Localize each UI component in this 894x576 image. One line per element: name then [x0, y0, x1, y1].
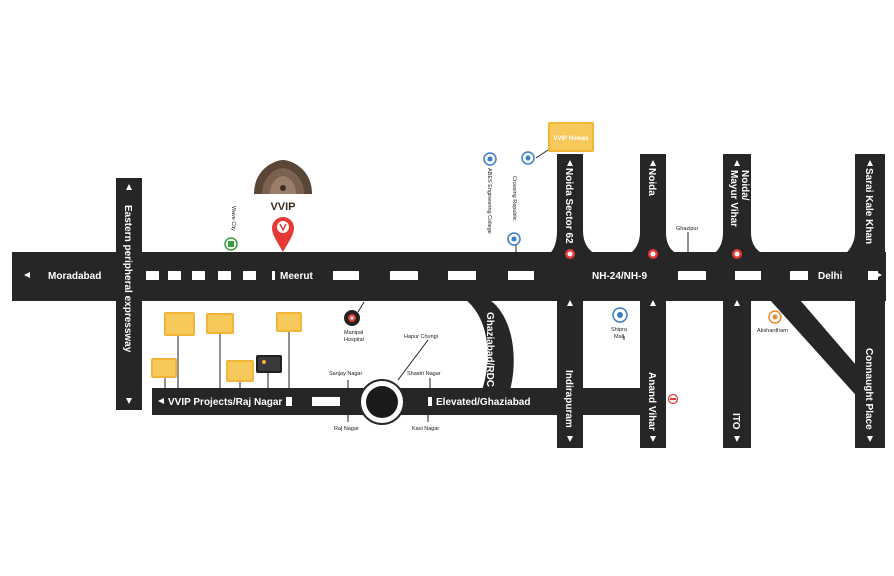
location-pin-icon [507, 232, 521, 246]
wave-city-icon [224, 237, 238, 251]
ito-road [723, 296, 751, 448]
place-shipra-2: Mall [614, 334, 624, 340]
temple-icon [768, 310, 782, 324]
place-shipra-1: Shipra [611, 327, 628, 333]
arrow-south-icon [650, 436, 656, 442]
vvip-card-2 [206, 313, 234, 334]
place-shastri-nagar: Shastri Nagar [407, 371, 441, 377]
arrow-west-icon [158, 398, 164, 404]
place-crossing-republic: Crossing Republic [511, 176, 517, 221]
vvip-card-main: VVIP Homes [548, 122, 594, 152]
arrow-north-icon [126, 184, 132, 190]
arrow-north-icon [567, 160, 573, 166]
road-label-noida: Noida [646, 168, 657, 196]
eastern-peripheral-road [116, 178, 142, 410]
vvip-card-1 [164, 312, 195, 336]
arrow-south-icon [126, 398, 132, 404]
location-pin-icon [483, 152, 497, 166]
arrow-west-icon [24, 272, 30, 278]
arrow-south-icon [734, 436, 740, 442]
peacock-logo-icon [254, 160, 312, 194]
place-manipal-2: Hospital [344, 337, 364, 343]
arrow-north-icon [734, 160, 740, 166]
vvip-logo: VVIP [254, 160, 312, 252]
traffic-signal-icon [648, 249, 658, 259]
road-label-moradabad: Moradabad [48, 271, 101, 282]
place-manipal-1: Manipal [344, 330, 363, 336]
location-pin-icon [521, 151, 535, 165]
place-ghazipur: Ghazipur [676, 226, 698, 232]
lane-markings [146, 271, 878, 406]
vvip-card-4 [151, 358, 177, 378]
arrow-south-icon [867, 436, 873, 442]
arrow-north-icon [734, 300, 740, 306]
road-label-anand-vihar: Anand Vihar [646, 372, 657, 431]
arrow-east-icon [876, 272, 882, 278]
place-abes: ABES Engineering College [486, 168, 492, 234]
mayur-vihar-road [712, 154, 766, 255]
shopping-mall-icon [612, 307, 628, 323]
vvip-location-pin-icon [272, 217, 294, 252]
traffic-signal-icon [667, 393, 679, 405]
indirapuram-road [557, 296, 583, 448]
place-hapur-chungi: Hapur Chungi [404, 334, 438, 340]
arrow-south-icon [567, 436, 573, 442]
road-label-indirapuram: Indirapuram [563, 370, 574, 428]
vvip-card-5 [226, 360, 254, 382]
road-label-noida-sector62: Noida Sector 62 [563, 168, 574, 244]
poi-markers [224, 151, 782, 326]
place-kavi-nagar: Kavi Nagar [412, 426, 439, 432]
road-label-noida-mayur-2: Mayur Vihar [728, 170, 739, 227]
arrow-north-icon [650, 300, 656, 306]
arrow-north-icon [867, 160, 873, 166]
road-label-sarai-kale-khan: Sarai Kale Khan [863, 168, 874, 244]
place-wave-city: Wave City [230, 206, 236, 231]
arrow-north-icon [567, 300, 573, 306]
noida-sector62-road [548, 154, 598, 255]
poi-labels: Wave City ABES Engineering College Cross… [230, 168, 788, 432]
signal-icons [565, 249, 742, 405]
road-label-ito: ITO [730, 413, 741, 430]
traffic-signal-icon [565, 249, 575, 259]
road-label-ghaziabad-rdc: Ghaziabad/RDC [484, 312, 495, 387]
road-label-connaught: Connaught Place [863, 348, 874, 430]
brand-name: VVIP [270, 201, 295, 213]
arrow-north-icon [650, 160, 656, 166]
noida-road [628, 154, 680, 255]
road-label-meerut: Meerut [280, 271, 313, 282]
road-label-vvip-projects: VVIP Projects/Raj Nagar [168, 397, 282, 408]
direction-arrows [24, 160, 882, 442]
place-akshardham: Akshardham [757, 328, 788, 334]
place-sanjay-nagar: Sanjay Nagar [329, 371, 362, 377]
anand-vihar-road [640, 296, 666, 448]
vvip-card-3 [276, 312, 302, 332]
road-label-delhi: Delhi [818, 271, 843, 282]
vvip-card-6 [256, 355, 282, 373]
hospital-icon [344, 310, 360, 326]
road-label-nh24: NH-24/NH-9 [592, 271, 647, 282]
road-label-eastern-peripheral: Eastern peripheral expressway [122, 205, 133, 353]
traffic-signal-icon [732, 249, 742, 259]
vvip-card-main-text: VVIP Homes [553, 136, 589, 142]
road-network [12, 154, 886, 448]
roundabout-icon [359, 379, 405, 425]
road-label-elevated: Elevated/Ghaziabad [436, 397, 530, 408]
connaught-diagonal-road [770, 300, 862, 402]
vvip-project-cards: VVIP Homes [151, 122, 594, 382]
road-labels: Moradabad Meerut NH-24/NH-9 Delhi VVIP P… [48, 168, 874, 431]
place-raj-nagar: Raj Nagar [334, 426, 359, 432]
sarai-kale-khan-road [840, 154, 885, 258]
ghaziabad-rdc-road [466, 300, 514, 390]
road-label-noida-mayur-1: Noida/ [739, 170, 750, 201]
